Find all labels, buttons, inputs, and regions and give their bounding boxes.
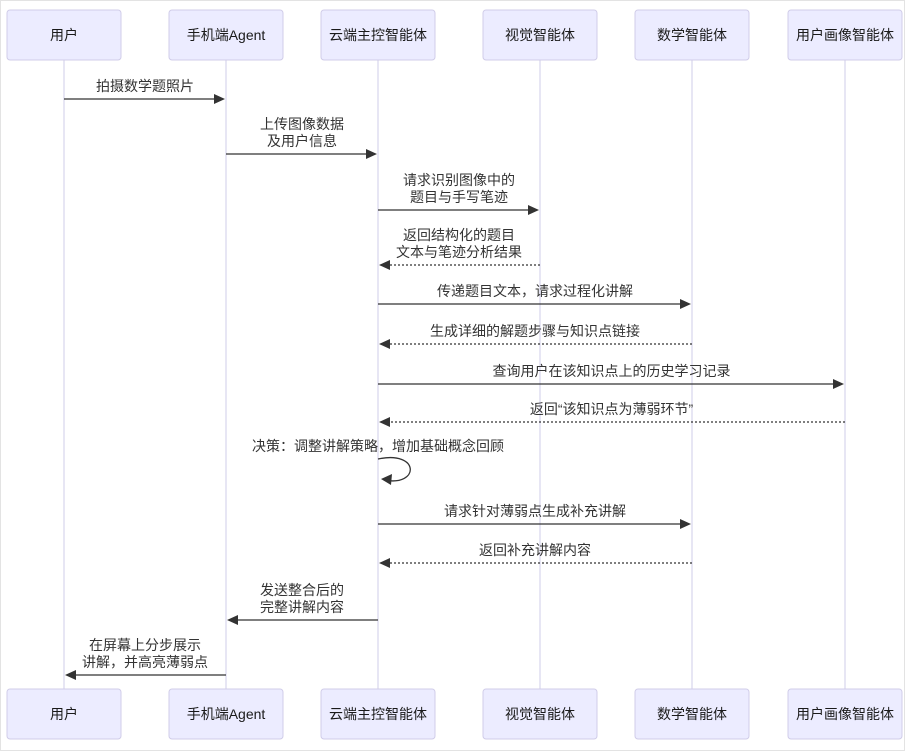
actor-box-bottom-math-agent [634, 688, 750, 740]
actor-label-cloud-master: 云端主控智能体 [329, 706, 427, 722]
message-label: 生成详细的解题步骤与知识点链接 [430, 323, 640, 339]
message-label: 讲解，并高亮薄弱点 [82, 654, 208, 670]
self-loop-arrowhead [381, 474, 392, 485]
message-label: 返回补充讲解内容 [479, 542, 591, 558]
actor-box-top-cloud-master [320, 9, 436, 61]
actor-box-top-profile-agent [787, 9, 903, 61]
actor-label-profile-agent: 用户画像智能体 [796, 706, 894, 722]
message-label: 题目与手写笔迹 [410, 189, 508, 205]
message-label: 完整讲解内容 [260, 599, 344, 615]
message-label: 请求针对薄弱点生成补充讲解 [444, 503, 626, 519]
actor-label-user: 用户 [50, 27, 78, 43]
message-label: 文本与笔迹分析结果 [396, 244, 522, 260]
message-arrowhead [379, 260, 390, 270]
actor-box-top-mobile-agent [168, 9, 284, 61]
actor-label-math-agent: 数学智能体 [657, 27, 727, 43]
actor-box-top-vision-agent [482, 9, 598, 61]
message-arrowhead [214, 94, 225, 104]
actor-box-bottom-mobile-agent [168, 688, 284, 740]
actor-label-math-agent: 数学智能体 [657, 706, 727, 722]
message-label: 上传图像数据 [260, 116, 344, 132]
actor-label-cloud-master: 云端主控智能体 [329, 27, 427, 43]
actor-label-mobile-agent: 手机端Agent [187, 27, 266, 43]
actor-box-bottom-user [6, 688, 122, 740]
message-label: 决策：调整讲解策略，增加基础概念回顾 [252, 438, 504, 454]
actor-label-profile-agent: 用户画像智能体 [796, 27, 894, 43]
message-label: 在屏幕上分步展示 [89, 637, 201, 653]
actor-label-vision-agent: 视觉智能体 [505, 706, 575, 722]
message-arrowhead [833, 379, 844, 389]
actor-box-bottom-vision-agent [482, 688, 598, 740]
message-label: 及用户信息 [267, 133, 337, 149]
message-label: 发送整合后的 [260, 582, 344, 598]
message-label: 查询用户在该知识点上的历史学习记录 [493, 363, 731, 379]
message-label: 传递题目文本，请求过程化讲解 [437, 283, 633, 299]
actor-box-bottom-cloud-master [320, 688, 436, 740]
self-loop-arrow [377, 456, 411, 482]
message-arrowhead [680, 299, 691, 309]
message-arrowhead [528, 205, 539, 215]
actor-label-vision-agent: 视觉智能体 [505, 27, 575, 43]
message-arrowhead [227, 615, 238, 625]
message-label: 拍摄数学题照片 [96, 78, 194, 94]
message-label: 返回“该知识点为薄弱环节” [530, 401, 694, 417]
actor-box-bottom-profile-agent [787, 688, 903, 740]
message-arrowhead [379, 417, 390, 427]
message-arrowhead [379, 558, 390, 568]
message-arrowhead [65, 670, 76, 680]
actor-box-top-user [6, 9, 122, 61]
message-label: 返回结构化的题目 [403, 227, 515, 243]
actor-label-user: 用户 [50, 706, 78, 722]
message-label: 请求识别图像中的 [403, 172, 515, 188]
message-arrowhead [379, 339, 390, 349]
message-arrowhead [680, 519, 691, 529]
actor-box-top-math-agent [634, 9, 750, 61]
message-arrowhead [366, 149, 377, 159]
actor-label-mobile-agent: 手机端Agent [187, 706, 266, 722]
